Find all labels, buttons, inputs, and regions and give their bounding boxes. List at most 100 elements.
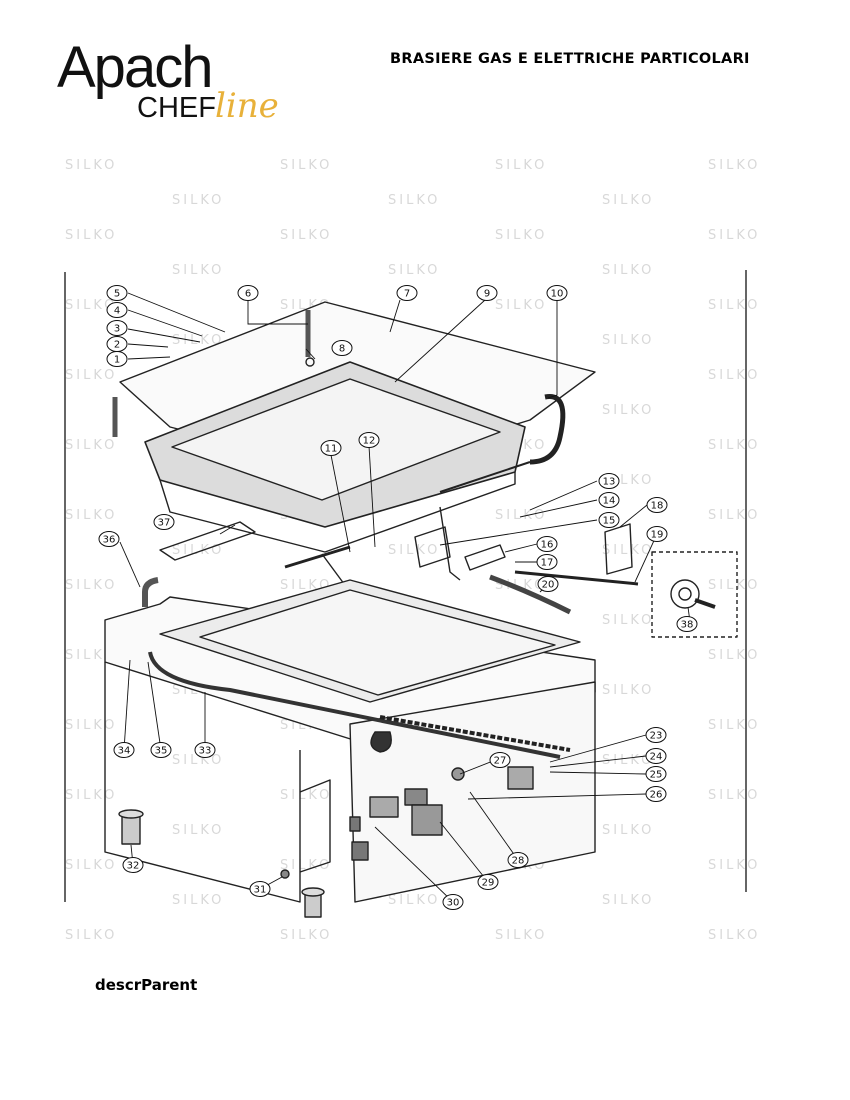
watermark-text: SILKO bbox=[65, 158, 118, 173]
callout-2: 2 bbox=[106, 336, 128, 352]
callout-label: 18 bbox=[651, 501, 664, 512]
callout-bubble bbox=[598, 473, 620, 489]
callout-label: 20 bbox=[542, 580, 555, 591]
callout-bubble bbox=[645, 727, 667, 743]
callout-bubble bbox=[477, 874, 499, 890]
callout-38: 38 bbox=[676, 616, 698, 632]
callout-bubble bbox=[645, 748, 667, 764]
callout-label: 32 bbox=[127, 861, 140, 872]
callout-label: 33 bbox=[199, 746, 212, 757]
callout-label: 37 bbox=[158, 518, 171, 529]
callout-label: 25 bbox=[650, 770, 663, 781]
watermark-text: SILKO bbox=[65, 228, 118, 243]
callout-bubble bbox=[645, 766, 667, 782]
callout-label: 24 bbox=[650, 752, 663, 763]
callout-7: 7 bbox=[396, 285, 418, 301]
callout-label: 14 bbox=[603, 496, 616, 507]
callout-27: 27 bbox=[489, 752, 511, 768]
callout-bubble bbox=[106, 320, 128, 336]
callout-bubble bbox=[153, 514, 175, 530]
callout-label: 5 bbox=[114, 289, 120, 300]
parent-description: descrParent bbox=[95, 976, 198, 994]
callout-33: 33 bbox=[194, 742, 216, 758]
callout-14: 14 bbox=[598, 492, 620, 508]
callout-bubble bbox=[106, 285, 128, 301]
callout-34: 34 bbox=[113, 742, 135, 758]
callout-bubble bbox=[507, 852, 529, 868]
callout-9: 9 bbox=[476, 285, 498, 301]
callout-bubble bbox=[358, 432, 380, 448]
callout-23: 23 bbox=[645, 727, 667, 743]
callout-10: 10 bbox=[546, 285, 568, 301]
callout-bubble bbox=[442, 894, 464, 910]
callout-bubble bbox=[536, 536, 558, 552]
watermark-text: SILKO bbox=[602, 193, 655, 208]
callout-bubble bbox=[237, 285, 259, 301]
callout-bubble bbox=[150, 742, 172, 758]
callout-bubble bbox=[598, 512, 620, 528]
watermark-text: SILKO bbox=[280, 158, 333, 173]
callout-18: 18 bbox=[646, 497, 668, 513]
callout-label: 19 bbox=[651, 530, 664, 541]
callout-bubble bbox=[645, 786, 667, 802]
watermark-text: SILKO bbox=[495, 228, 548, 243]
callout-bubble bbox=[546, 285, 568, 301]
callout-35: 35 bbox=[150, 742, 172, 758]
callout-31: 31 bbox=[249, 881, 271, 897]
watermark-text: SILKO bbox=[708, 928, 761, 943]
watermark-text: SILKO bbox=[708, 158, 761, 173]
callout-label: 11 bbox=[325, 444, 338, 455]
callout-37: 37 bbox=[153, 514, 175, 530]
watermark-text: SILKO bbox=[280, 928, 333, 943]
callout-label: 28 bbox=[512, 856, 525, 867]
callout-25: 25 bbox=[645, 766, 667, 782]
callout-label: 9 bbox=[484, 289, 490, 300]
callout-label: 36 bbox=[103, 535, 116, 546]
watermark-text: SILKO bbox=[65, 928, 118, 943]
callout-label: 31 bbox=[254, 885, 267, 896]
callout-bubble bbox=[537, 576, 559, 592]
watermark-text: SILKO bbox=[172, 193, 225, 208]
callout-bubble bbox=[676, 616, 698, 632]
callout-bubble bbox=[646, 497, 668, 513]
watermark-text: SILKO bbox=[280, 228, 333, 243]
callout-label: 4 bbox=[114, 306, 120, 317]
callout-label: 17 bbox=[541, 558, 554, 569]
callout-label: 29 bbox=[482, 878, 495, 889]
callout-28: 28 bbox=[507, 852, 529, 868]
callout-26: 26 bbox=[645, 786, 667, 802]
callout-bubble bbox=[194, 742, 216, 758]
callout-24: 24 bbox=[645, 748, 667, 764]
callout-label: 8 bbox=[339, 344, 345, 355]
callout-29: 29 bbox=[477, 874, 499, 890]
callout-bubble bbox=[106, 302, 128, 318]
callout-20: 20 bbox=[537, 576, 559, 592]
callout-bubble bbox=[598, 492, 620, 508]
callout-label: 3 bbox=[114, 324, 120, 335]
callout-15: 15 bbox=[598, 512, 620, 528]
callout-32: 32 bbox=[122, 857, 144, 873]
callout-label: 1 bbox=[114, 355, 120, 366]
logo-apach-text: Apach bbox=[57, 35, 213, 100]
callout-13: 13 bbox=[598, 473, 620, 489]
watermark-text: SILKO bbox=[388, 193, 441, 208]
callout-label: 2 bbox=[114, 340, 120, 351]
callout-label: 23 bbox=[650, 731, 663, 742]
callout-bubble bbox=[249, 881, 271, 897]
callout-4: 4 bbox=[106, 302, 128, 318]
callout-label: 38 bbox=[681, 620, 694, 631]
callout-bubble bbox=[489, 752, 511, 768]
callout-label: 6 bbox=[245, 289, 251, 300]
callout-bubble bbox=[331, 340, 353, 356]
callout-8: 8 bbox=[331, 340, 353, 356]
callout-label: 13 bbox=[603, 477, 616, 488]
callout-bubble bbox=[476, 285, 498, 301]
callout-bubble bbox=[320, 440, 342, 456]
callout-label: 7 bbox=[404, 289, 410, 300]
callout-17: 17 bbox=[536, 554, 558, 570]
callout-bubble bbox=[536, 554, 558, 570]
watermark-text: SILKO bbox=[495, 928, 548, 943]
callout-1: 1 bbox=[106, 351, 128, 367]
callout-bubble bbox=[646, 526, 668, 542]
